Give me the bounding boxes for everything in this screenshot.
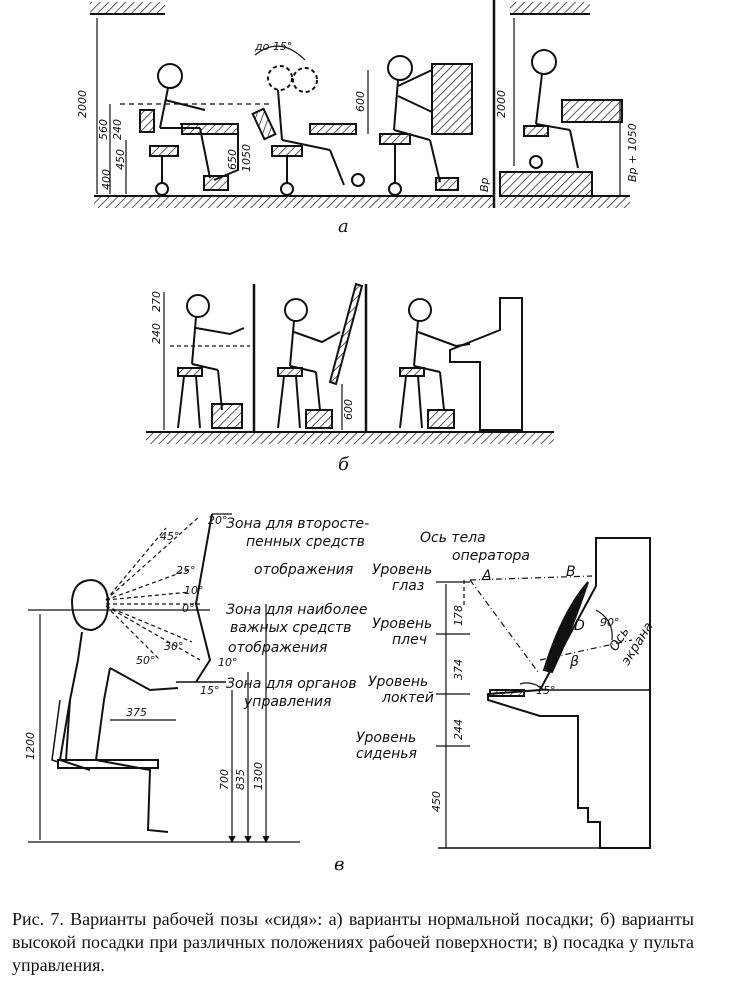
point-a: А <box>481 568 492 584</box>
level-seat-line1: Уровень <box>356 730 416 746</box>
panel-a-dim-450: 450 <box>114 149 127 170</box>
panel-c-angle-30: 30° <box>164 640 184 653</box>
panel-c-dim-835: 835 <box>234 769 247 790</box>
level-elbows-line1: Уровень <box>368 674 428 690</box>
zone-important-line2: важных средств <box>230 620 351 636</box>
panel-c-dim-1200: 1200 <box>24 732 37 760</box>
panel-d-angle-90: 90° <box>600 616 620 629</box>
panel-b-dim-240: 240 <box>150 323 163 344</box>
panel-a-letter: а <box>338 216 349 237</box>
panel-a-dim-650: 650 <box>226 149 239 170</box>
panel-c <box>28 513 300 844</box>
panel-c-angle-25: 25° <box>176 564 196 577</box>
panel-a-dim-vr: Вр <box>478 177 491 192</box>
zone-important-line3: отображения <box>228 640 327 656</box>
panel-b-dim-600: 600 <box>342 399 355 420</box>
panel-a-dim-vr-1050: Вр + 1050 <box>626 123 639 182</box>
panel-d-dim-178: 178 <box>452 605 465 626</box>
panel-c-angle-20: 20° <box>208 514 228 527</box>
panel-a-dim-2000: 2000 <box>76 90 89 118</box>
point-d: D <box>574 618 585 634</box>
panel-a <box>90 0 630 208</box>
point-b: В <box>566 564 576 580</box>
panel-a-angle: до 15° <box>254 40 292 53</box>
level-elbows-line2: локтей <box>381 690 434 706</box>
zone-important-line1: Зона для наиболее <box>226 602 367 618</box>
panel-a-dim-400: 400 <box>100 169 113 190</box>
zone-secondary-line1: Зона для второсте- <box>226 516 369 532</box>
axis-body-line2: оператора <box>452 548 530 564</box>
axis-body-line1: Ось тела <box>420 530 486 546</box>
zone-secondary-line3: отображения <box>254 562 353 578</box>
zone-controls-line1: Зона для органов <box>226 676 357 692</box>
level-eyes-line1: Уровень <box>372 562 432 578</box>
panel-b-dim-270: 270 <box>150 291 163 312</box>
level-shoulders-line1: Уровень <box>372 616 432 632</box>
level-seat-line2: сиденья <box>356 746 417 762</box>
zone-controls-line2: управления <box>243 694 331 710</box>
panel-c-dim-375: 375 <box>126 706 147 719</box>
panel-a-dim-600: 600 <box>354 91 367 112</box>
panel-c-angle-10-up: 10° <box>184 584 204 597</box>
panel-a-dim-560: 560 <box>97 119 110 140</box>
figure-caption: Рис. 7. Варианты рабочей позы «сидя»: а)… <box>12 909 694 975</box>
panel-c-angle-10-down: 10° <box>218 656 238 669</box>
panel-c-letter: в <box>334 854 344 875</box>
figure-illustration: 2000 560 240 400 450 650 1050 600 2000 В… <box>24 0 657 875</box>
panel-b-letter: б <box>338 454 350 475</box>
zone-secondary-line2: пенных средств <box>246 534 365 550</box>
level-shoulders-line2: плеч <box>392 632 427 648</box>
panel-d <box>436 537 651 849</box>
panel-c-angle-15: 15° <box>200 684 220 697</box>
panel-b <box>146 282 554 444</box>
panel-d-dim-374: 374 <box>452 659 465 680</box>
panel-c-dim-1300: 1300 <box>252 762 265 790</box>
panel-d-angle-15: 15° <box>536 684 556 697</box>
panel-d-dim-244: 244 <box>452 719 465 740</box>
panel-a-dim-2000-right: 2000 <box>495 90 508 118</box>
angle-beta: β <box>569 654 579 670</box>
panel-a-dim-240: 240 <box>111 119 124 140</box>
panel-a-dim-1050: 1050 <box>240 144 253 172</box>
panel-c-dim-700: 700 <box>218 769 231 790</box>
panel-c-angle-0: 0° <box>182 602 195 615</box>
level-eyes-line2: глаз <box>392 578 424 594</box>
panel-c-angle-50: 50° <box>136 654 156 667</box>
panel-d-dim-450: 450 <box>430 791 443 812</box>
panel-c-angle-45: 45° <box>160 530 180 543</box>
